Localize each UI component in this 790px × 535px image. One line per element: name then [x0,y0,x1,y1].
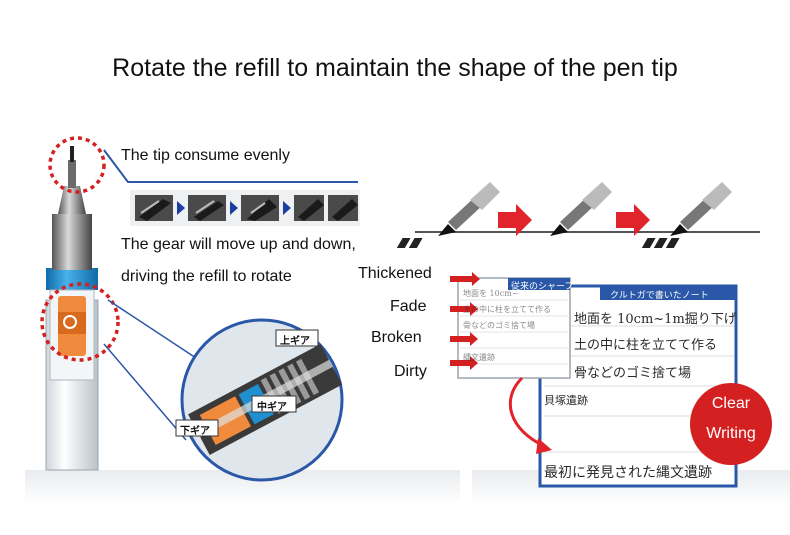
label-gear-line1: The gear will move up and down, [121,236,356,253]
gear-tag-upper [275,329,319,347]
badge-line2: Writing [706,425,756,442]
new-note-header: クルトガで書いたノート [610,291,709,301]
gear-highlight-circle [40,282,120,362]
old-note-line: 土の中に柱を立てて作る [463,305,551,314]
pen-sample-3 [670,182,732,236]
old-note [457,277,571,379]
pencil [45,146,99,471]
curved-arrow [508,376,545,448]
old-note-header: 従来のシャープ [511,282,574,292]
gear-tag-lower [175,419,219,437]
label-gear-line2: driving the refill to rotate [121,268,292,285]
label-tip-consume: The tip consume evenly [121,147,290,164]
new-note-line: 最初に発見された縄文遺跡 [544,465,712,481]
defect-markers [450,272,480,370]
tip-highlight-circle [48,136,106,194]
clear-writing-badge: Clear Writing [690,383,772,465]
gear-tag-lower-text: 下ギア [180,426,210,437]
old-note-line: 縄文遺跡 [463,353,495,362]
label-dirty: Dirty [394,363,427,380]
tip-guide-line [103,149,358,183]
pen-sample-2 [550,182,612,236]
gear-tag-upper-text: 上ギア [280,336,310,347]
pen-sample-1 [438,182,500,236]
old-note-line: 骨などのゴミ捨て場 [463,321,535,330]
label-broken: Broken [371,329,422,346]
page-title: Rotate the refill to maintain the shape … [112,54,678,82]
new-note-line: 地面を 10cm~1m掘り下げ [574,312,737,327]
tip-sequence [130,190,360,226]
label-thickened: Thickened [358,265,432,282]
new-note-line: 骨などのゴミ捨て場 [574,366,692,381]
new-note-line: 貝塚遺跡 [544,394,588,407]
badge-line1: Clear [711,395,751,412]
gear-tag-middle [251,395,297,413]
writing-samples [396,182,760,248]
arrow-red-2 [616,204,650,236]
new-note-line: 土の中に柱を立てて作る [574,338,718,353]
old-note-line: 地面を 10cm~ [463,289,519,298]
inset-connector [107,299,197,359]
arrow-red-1 [498,204,532,236]
gear-tag-middle-text: 中ギア [257,402,287,413]
label-fade: Fade [390,298,427,315]
